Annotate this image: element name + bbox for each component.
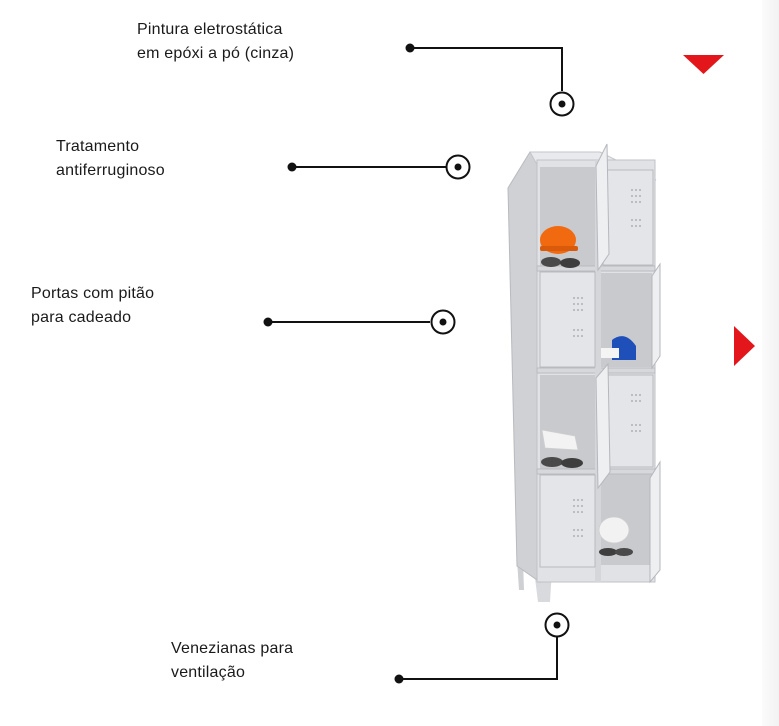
feature-label-rust: Tratamento antiferruginoso <box>56 138 165 179</box>
triangle-right-icon[interactable] <box>734 326 755 366</box>
target-dot-icon[interactable] <box>549 91 575 117</box>
target-dot-icon[interactable] <box>445 154 471 180</box>
callout-lines <box>268 47 563 680</box>
callout-start-dots <box>263 43 415 684</box>
feature-label-doors: Portas com pitão para cadeado <box>31 285 155 326</box>
target-dot-icon[interactable] <box>544 612 570 638</box>
feature-label-paint: Pintura eletrostática em epóxi a pó (cin… <box>137 21 295 62</box>
page-edge-shadow <box>762 0 779 726</box>
locker-8-doors-image <box>507 143 661 602</box>
triangle-down-icon[interactable] <box>683 55 724 74</box>
feature-label-vents: Venezianas para ventilação <box>171 640 294 681</box>
target-dot-icon[interactable] <box>430 309 456 335</box>
